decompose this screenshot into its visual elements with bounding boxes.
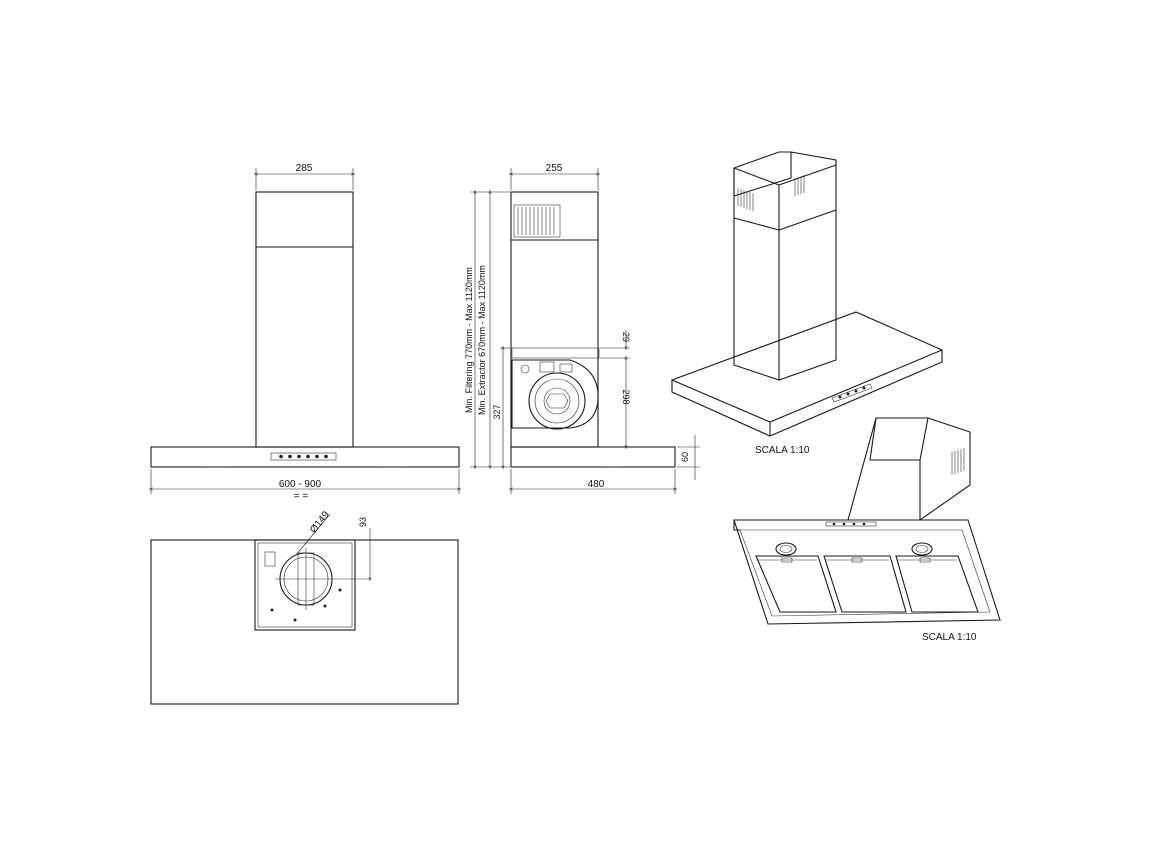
front-chimney [255, 191, 354, 448]
dim-327: 327 [492, 404, 502, 419]
side-view: 255 480 Min. Filtering 770mm - Max 1120m… [464, 163, 700, 494]
dim-285: 285 [296, 163, 313, 174]
height-note-extractor: Min. Extractor 670mm - Max 1120mm [477, 265, 487, 415]
iso-bottom-view: SCALA 1:10 [733, 417, 1001, 643]
iso-top-canopy [670, 311, 944, 423]
dim-diameter-149: Ø149 [308, 509, 332, 535]
plan-view: Ø149 93 [150, 509, 459, 705]
side-motor [511, 347, 600, 430]
dim-93: 93 [358, 517, 368, 527]
iso-bottom-lights [775, 542, 933, 563]
iso-top-scale: SCALA 1:10 [755, 445, 810, 456]
iso-top-view: SCALA 1:10 [670, 151, 944, 456]
side-vent-grille [513, 204, 561, 238]
height-note-filtering: Min. Filtering 770mm - Max 1120mm [464, 267, 474, 413]
plan-outline [150, 539, 459, 705]
iso-bottom-filters [755, 555, 979, 613]
front-canopy [150, 446, 460, 468]
dim-480: 480 [588, 479, 605, 490]
side-chimney [510, 191, 599, 448]
dim-255: 255 [546, 163, 563, 174]
iso-bottom-control-panel [825, 521, 877, 527]
dim-29: 29 [621, 332, 631, 342]
centering-mark: = = [294, 491, 309, 502]
iso-top-control-panel [831, 383, 873, 403]
dim-60: 60 [680, 452, 690, 462]
plan-motor-plate [254, 539, 356, 631]
side-canopy [510, 446, 676, 468]
iso-bottom-scale: SCALA 1:10 [922, 632, 977, 643]
dim-600-900: 600 - 900 [279, 479, 322, 490]
dim-298: 298 [621, 389, 631, 404]
front-view: 285 600 - 900 = = [151, 163, 459, 502]
iso-bottom-canopy [733, 519, 1001, 625]
front-control-panel [270, 452, 337, 461]
